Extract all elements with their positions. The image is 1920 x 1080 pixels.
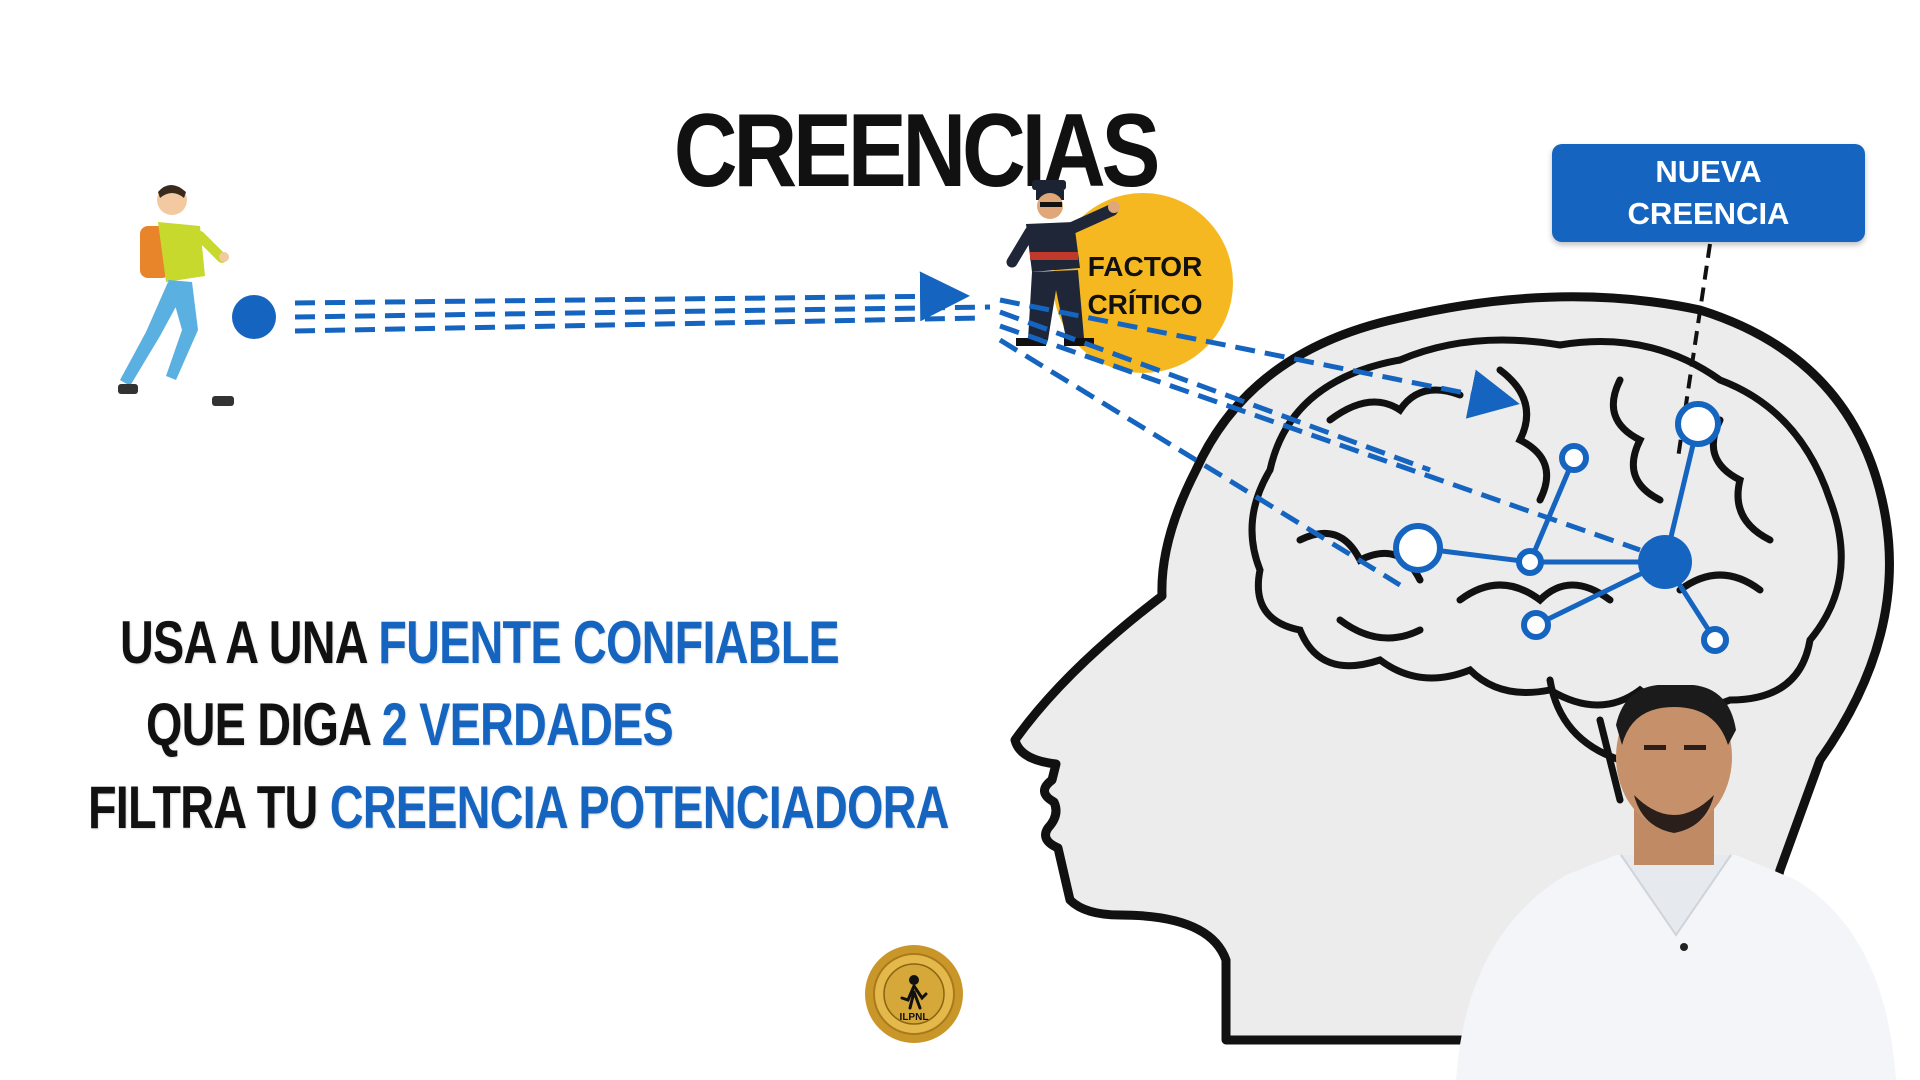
walking-person-icon [118,185,234,406]
instruction-line-2: QUE DIGA 2 VERDADES [146,690,674,759]
instruction-line-1: USA A UNA FUENTE CONFIABLE [120,608,840,677]
signal-dot [232,295,276,339]
factor-critico-label: FACTOR CRÍTICO [1060,248,1230,324]
svg-text:ILPNL: ILPNL [900,1012,929,1023]
presenter-video [1456,685,1896,1080]
instruction-line-3: FILTRA TU CREENCIA POTENCIADORA [88,773,949,842]
instruction-highlight: FUENTE CONFIABLE [378,609,839,676]
factor-to-brain-arrows [998,297,1641,588]
new-belief-label-line2: CREENCIA [1627,196,1790,231]
instruction-highlight: CREENCIA POTENCIADORA [329,774,950,841]
ilpnl-logo: ILPNL [865,945,963,1043]
factor-critico-circle [1053,193,1233,373]
neural-nodes [1393,401,1729,654]
slide-title: CREENCIAS [673,92,1161,209]
instruction-highlight: 2 VERDADES [381,691,674,758]
instruction-plain: USA A UNA [120,609,379,676]
information-stream [294,271,991,334]
instruction-plain: FILTRA TU [88,774,330,841]
factor-line1: FACTOR [1087,251,1203,282]
new-belief-label: NUEVA CREENCIA [1552,144,1865,242]
instruction-plain: QUE DIGA [146,691,382,758]
police-officer-icon [1006,180,1120,346]
factor-line2: CRÍTICO [1087,289,1203,320]
new-belief-label-line1: NUEVA [1655,154,1762,189]
new-belief-node [1638,535,1692,589]
